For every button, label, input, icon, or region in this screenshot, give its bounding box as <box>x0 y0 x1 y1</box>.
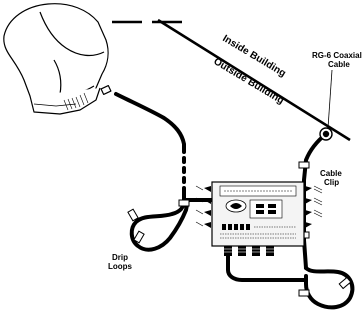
building-wall <box>157 18 351 142</box>
coax-label-line1: RG-6 Coaxial <box>312 51 362 60</box>
cable-clip-icon <box>127 199 190 244</box>
clip-label-line2: Clip <box>324 178 339 187</box>
clip-label-line1: Cable <box>320 169 342 178</box>
drip-label-line2: Loops <box>108 262 133 271</box>
coax-leader-line <box>327 69 333 129</box>
satellite-dish-icon <box>3 3 112 115</box>
wall-entry-clip-icon <box>319 127 333 141</box>
cable-dish-to-switch <box>114 92 216 252</box>
multiswitch-icon <box>204 181 323 256</box>
coax-label-line2: Cable <box>328 60 350 69</box>
drip-label-line1: Drip <box>112 253 128 262</box>
